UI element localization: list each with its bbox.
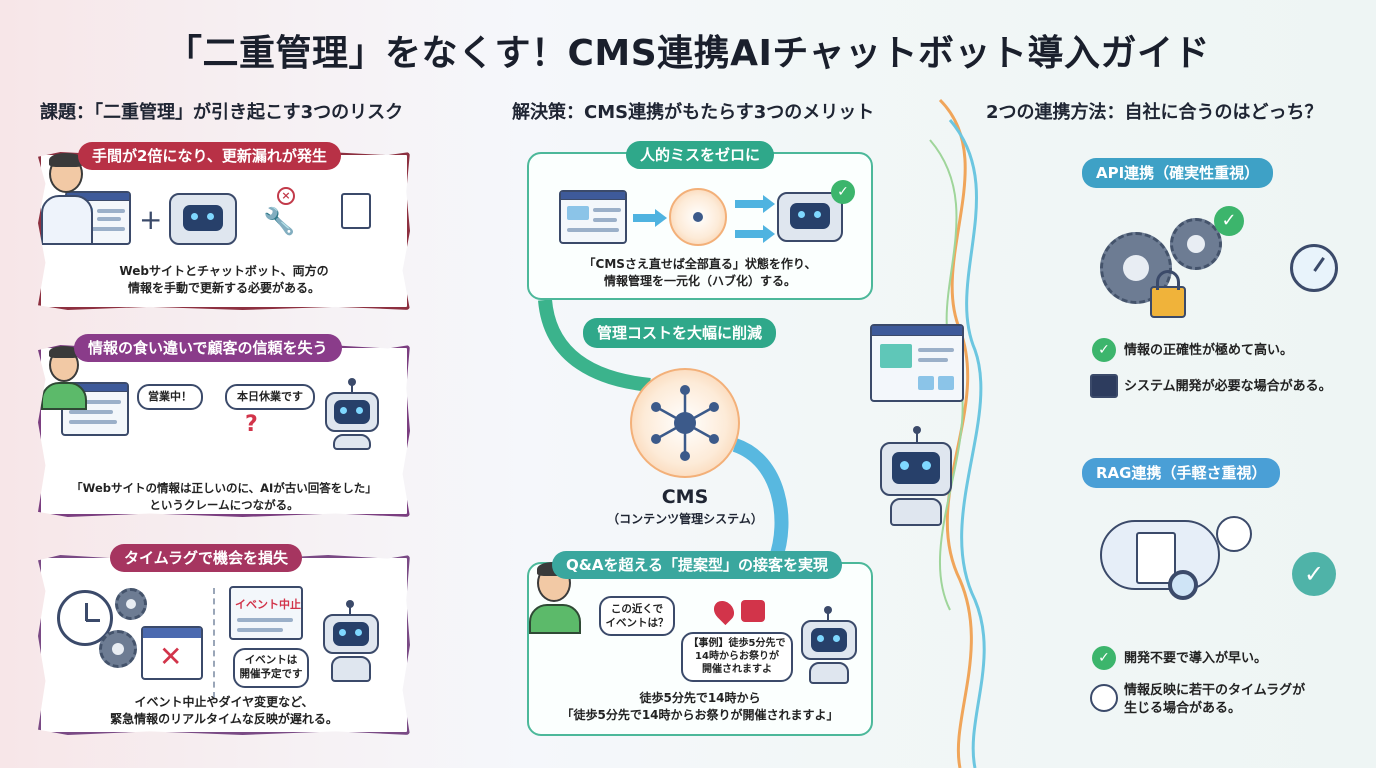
error-icon: ×	[277, 187, 295, 205]
calendar-cancel-icon: ✕	[141, 626, 203, 680]
risk-card-3: ✕ イベント中止 イベントは 開催予定です イベント中止やダイヤ変更など、 緊急…	[38, 555, 410, 735]
terminal-icon	[1090, 374, 1118, 398]
risk-card-1: + 🔧 × Webサイトとチャットボット、両方の 情報を手動で更新する必要がある…	[38, 152, 410, 310]
gear-icon	[1100, 232, 1172, 304]
location-pin-icon	[709, 596, 739, 626]
rag-pill: RAG連携（手軽さ重視）	[1082, 458, 1281, 488]
website-icon	[870, 324, 964, 402]
merit-3-pill: Q&Aを超える「提案型」の接客を実現	[552, 551, 842, 579]
magnifier-icon	[1168, 570, 1198, 600]
arrow-icon	[735, 195, 775, 213]
sad-robot-icon	[325, 378, 381, 450]
merit-1-pill: 人的ミスをゼロに	[626, 141, 775, 169]
bubble-closed: 本日休業です	[225, 384, 315, 410]
merit-2-pill: 管理コストを大幅に削減	[583, 318, 777, 348]
document-icon	[341, 193, 371, 229]
rag-feature-1: 開発不要で導入が早い。	[1124, 651, 1268, 666]
card-1-text: Webサイトとチャットボット、両方の 情報を手動で更新する必要がある。	[119, 264, 329, 296]
bubble-event-scheduled: イベントは 開催予定です	[233, 648, 309, 688]
check-icon: ✓	[1092, 338, 1116, 362]
arrow-icon	[735, 225, 775, 243]
merit-1-text: 「CMSさえ直せば全部直る」状態を作り、 情報管理を一元化（ハブ化）する。	[583, 257, 817, 289]
center-column-heading: 解決策：CMS連携がもたらす3つのメリット	[512, 102, 875, 123]
bubble-open: 営業中！	[137, 384, 203, 410]
question-icon: ?	[245, 412, 258, 437]
risk-3-pill: タイムラグで機会を損失	[110, 544, 302, 572]
robot-icon	[777, 190, 847, 246]
cms-network-icon	[651, 385, 719, 461]
arrow-icon	[633, 209, 667, 227]
stopwatch-icon	[1290, 244, 1338, 292]
check-icon: ✓	[1292, 552, 1336, 596]
api-feature-2: システム開発が必要な場合がある。	[1124, 379, 1332, 394]
cms-label: CMS	[661, 486, 709, 508]
lock-icon	[1150, 286, 1186, 318]
gear-icon	[99, 630, 137, 668]
robot-icon	[799, 606, 859, 684]
risk-1-pill: 手間が2倍になり、更新漏れが発生	[78, 142, 341, 170]
gear-icon	[1170, 218, 1222, 270]
api-feature-1: 情報の正確性が極めて高い。	[1124, 343, 1294, 358]
check-icon: ✓	[1092, 646, 1116, 670]
left-column-heading: 課題：「二重管理」が引き起こす3つのリスク	[40, 102, 404, 123]
check-icon: ✓	[1214, 206, 1244, 236]
rag-feature-2: 情報反映に若干のタイムラグが 生じる場合がある。	[1124, 683, 1306, 717]
card-2-text: 「Webサイトの情報は正しいのに、AIが古い回答をした」 というクレームにつなが…	[71, 481, 377, 512]
stopwatch-icon	[1090, 684, 1118, 712]
plus-icon: +	[139, 203, 163, 236]
merit-card-1: ✓ 「CMSさえ直せば全部直る」状態を作り、 情報管理を一元化（ハブ化）する。	[527, 152, 873, 300]
event-cancelled-sign: イベント中止	[229, 586, 303, 640]
gear-icon	[115, 588, 147, 620]
right-column-heading: 2つの連携方法：自社に合うのはどっち？	[986, 102, 1323, 123]
merit-card-3: この近くで イベントは？ 【事例】徒歩5分先で 14時からお祭りが 開催されます…	[527, 562, 873, 736]
risk-2-pill: 情報の食い違いで顧客の信頼を失う	[74, 334, 342, 362]
robot-icon	[169, 191, 239, 247]
festival-icon	[741, 600, 765, 622]
cms-sublabel: （コンテンツ管理システム）	[607, 512, 763, 526]
bubble-bot-answer: 【事例】徒歩5分先で 14時からお祭りが 開催されますよ	[681, 632, 793, 682]
document-icon	[1136, 532, 1176, 584]
website-icon	[559, 190, 627, 244]
robot-icon	[321, 600, 381, 682]
divider	[213, 588, 215, 698]
risk-card-2: 営業中！ 本日休業です ? 「Webサイトの情報は正しいのに、AIが古い回答をし…	[38, 345, 410, 517]
large-robot-icon	[878, 426, 956, 526]
bubble-user-question: この近くで イベントは？	[599, 596, 675, 636]
api-pill: API連携（確実性重視）	[1082, 158, 1274, 188]
check-icon: ✓	[831, 180, 855, 204]
page-title: 「二重管理」をなくす！CMS連携AIチャットボット導入ガイド	[165, 33, 1211, 74]
wrench-icon: 🔧	[263, 207, 296, 237]
card-3-text: イベント中止やダイヤ変更など、 緊急情報のリアルタイムな反映が遅れる。	[110, 695, 338, 727]
clock-icon	[1216, 516, 1252, 552]
merit-3-text: 徒歩5分先で14時から 「徒歩5分先で14時からお祭りが開催されますよ」	[561, 691, 839, 723]
